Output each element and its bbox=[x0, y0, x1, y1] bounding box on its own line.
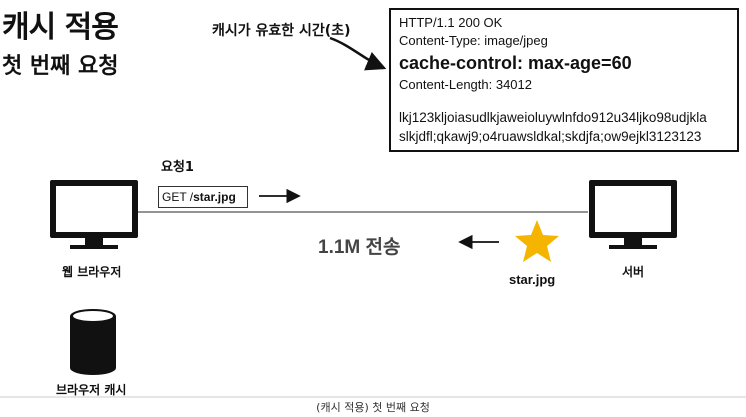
browser-monitor-icon bbox=[50, 180, 138, 249]
star-label: star.jpg bbox=[509, 272, 556, 287]
cache-label: 브라우저 캐시 bbox=[56, 383, 127, 397]
response-body: lkj123kljoiasudlkjaweioluywlnfdo912u34lj… bbox=[399, 108, 729, 146]
max-age-annotation: 캐시가 유효한 시간(초) bbox=[212, 23, 351, 39]
request-method: GET / bbox=[162, 190, 194, 204]
request-path: star.jpg bbox=[193, 190, 236, 204]
transfer-label: 1.1M 전송 bbox=[318, 237, 401, 258]
database-icon bbox=[70, 309, 116, 375]
request-label: 요청1 bbox=[161, 160, 194, 175]
browser-label: 웹 브라우저 bbox=[62, 265, 122, 279]
content-length-header: Content-Length: 34012 bbox=[399, 77, 532, 92]
request-box: GET /star.jpg bbox=[158, 186, 248, 208]
content-type-header: Content-Type: image/jpeg bbox=[399, 33, 548, 48]
annotation-arrow bbox=[329, 36, 387, 71]
page-subtitle: 첫 번째 요청 bbox=[2, 54, 119, 79]
page-title: 캐시 적용 bbox=[2, 10, 119, 45]
body-line-2: slkjdfl;qkawj9;o4ruawsldkal;skdjfa;ow9ej… bbox=[399, 129, 702, 144]
status-line: HTTP/1.1 200 OK bbox=[399, 15, 503, 30]
server-label: 서버 bbox=[622, 265, 645, 279]
figure-caption: (캐시 적용) 첫 번째 요청 bbox=[316, 401, 430, 414]
cache-control-header: cache-control: max-age=60 bbox=[399, 53, 632, 73]
server-monitor-icon bbox=[589, 180, 677, 249]
star-icon bbox=[515, 220, 559, 262]
body-line-1: lkj123kljoiasudlkjaweioluywlnfdo912u34lj… bbox=[399, 110, 707, 125]
http-response-box: HTTP/1.1 200 OK Content-Type: image/jpeg… bbox=[389, 8, 739, 152]
